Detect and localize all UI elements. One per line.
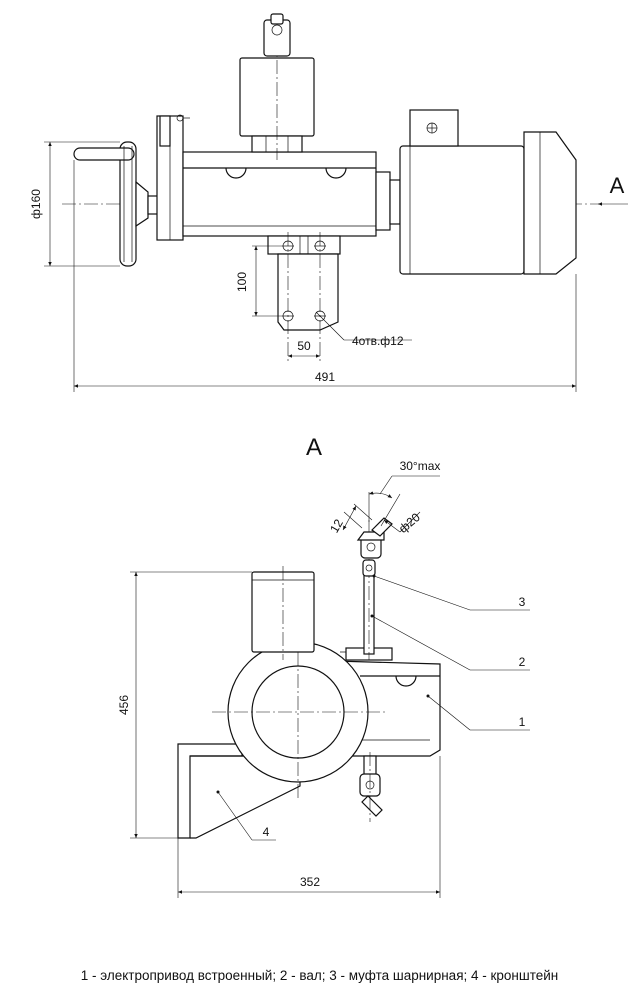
dimension-diameter-20	[383, 511, 421, 533]
label-diameter-160: ф160	[29, 189, 43, 219]
upper-box	[239, 13, 315, 160]
label-491: 491	[315, 370, 335, 384]
label-30-max: 30°max	[400, 459, 441, 473]
parts-legend-caption: 1 - электропривод встроенный; 2 - вал; 3…	[80, 968, 559, 983]
view-a	[130, 475, 530, 898]
label-leader-3: 3	[519, 595, 526, 609]
leader-lines	[216, 574, 530, 841]
label-50: 50	[297, 339, 311, 353]
dimension-352	[177, 756, 441, 898]
dimension-456	[130, 571, 252, 839]
dimension-diameter-160	[44, 141, 120, 267]
label-leader-2: 2	[519, 655, 526, 669]
handwheel-ring	[212, 630, 388, 800]
gearbox-housing	[182, 151, 377, 237]
label-456: 456	[117, 695, 131, 715]
label-12: 12	[327, 516, 346, 535]
upper-box-view-a	[251, 566, 315, 660]
label-leader-1: 1	[519, 715, 526, 729]
label-holes-note: 4отв.ф12	[352, 334, 404, 348]
mounting-bracket	[267, 232, 341, 362]
label-352: 352	[300, 875, 320, 889]
label-view-a-title: A	[306, 434, 322, 461]
hinged-coupling-item-3	[356, 517, 393, 577]
label-100: 100	[235, 272, 249, 292]
electric-motor	[399, 109, 577, 275]
dimension-491	[73, 160, 577, 392]
lower-coupling	[359, 752, 383, 822]
dimension-100	[252, 245, 282, 317]
dimension-12	[342, 503, 373, 531]
label-view-marker-a: A	[610, 173, 625, 198]
label-leader-4: 4	[263, 825, 270, 839]
motor-coupling	[375, 171, 401, 231]
holes-leader	[315, 311, 412, 341]
top-view	[44, 13, 628, 392]
